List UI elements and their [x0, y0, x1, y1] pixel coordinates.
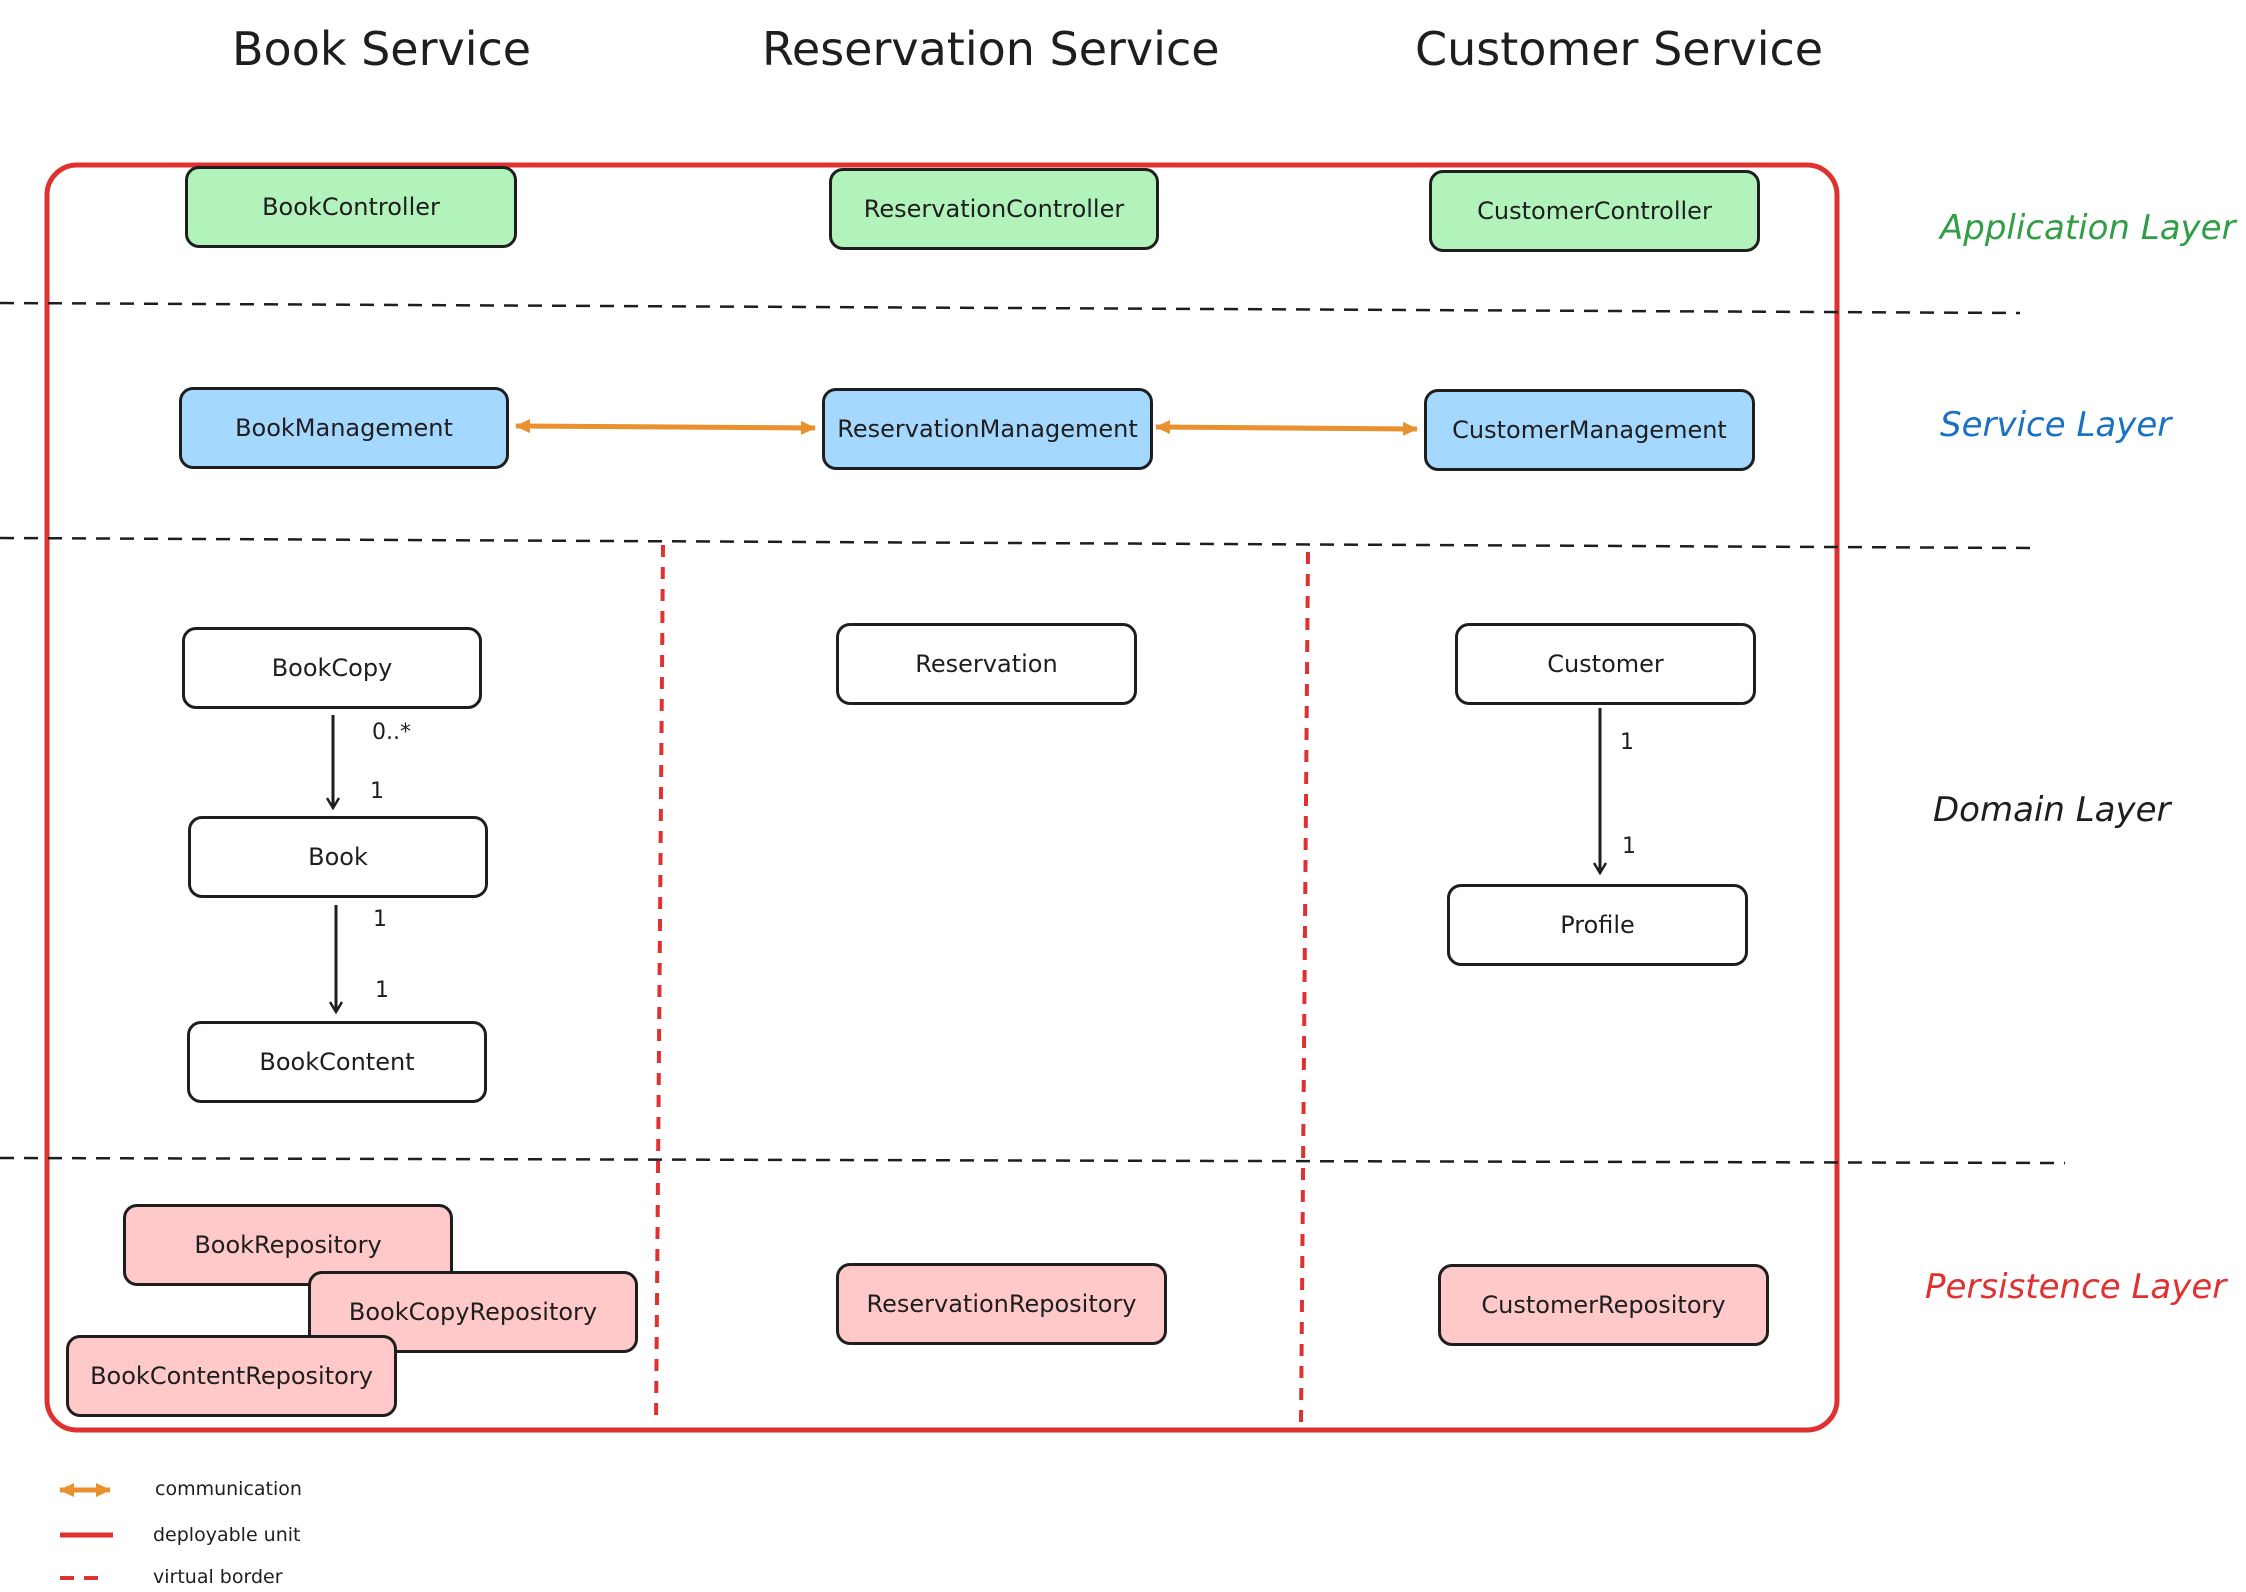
book-copy-repository-box: BookCopyRepository: [308, 1271, 638, 1353]
multiplicity-book-content-target: 1: [375, 978, 389, 1003]
virtual-border-book-reservation: [654, 544, 665, 1426]
reservation-repository-box: ReservationRepository: [836, 1263, 1167, 1345]
separator-service-domain: [0, 536, 2031, 550]
multiplicity-bookcopy-book-source: 0..*: [372, 720, 411, 745]
book-content-box: BookContent: [187, 1021, 487, 1103]
deployable-unit-border: [44, 162, 1840, 1433]
book-content-repository-box: BookContentRepository: [66, 1335, 397, 1417]
legend-virtual-border-label: virtual border: [153, 1566, 283, 1588]
layer-label-domain: Domain Layer: [1933, 790, 2171, 830]
separator-application-service: [0, 301, 2021, 315]
book-box: Book: [188, 816, 488, 898]
layer-label-service: Service Layer: [1940, 405, 2172, 445]
reservation-management-box: ReservationManagement: [822, 388, 1153, 470]
layer-label-application: Application Layer: [1940, 208, 2236, 248]
legend-deployable-unit-label: deployable unit: [153, 1524, 301, 1546]
customer-repository-box: CustomerRepository: [1438, 1264, 1769, 1346]
layer-label-persistence: Persistence Layer: [1925, 1267, 2227, 1307]
multiplicity-customer-profile-target: 1: [1622, 834, 1636, 859]
customer-box: Customer: [1455, 623, 1756, 705]
multiplicity-bookcopy-book-target: 1: [370, 779, 384, 804]
column-title-customer-service: Customer Service: [1415, 22, 1824, 76]
book-management-box: BookManagement: [179, 387, 509, 469]
column-title-reservation-service: Reservation Service: [762, 22, 1220, 76]
communication-arrow-book-reservation: [515, 419, 816, 435]
communication-arrow-reservation-customer: [1155, 420, 1418, 436]
multiplicity-book-content-source: 1: [373, 907, 387, 932]
legend-communication-label: communication: [155, 1478, 302, 1500]
book-copy-box: BookCopy: [182, 627, 482, 709]
virtual-border-reservation-customer: [1299, 551, 1310, 1426]
column-title-book-service: Book Service: [232, 22, 532, 76]
profile-box: Profile: [1447, 884, 1748, 966]
customer-controller-box: CustomerController: [1429, 170, 1760, 252]
multiplicity-customer-profile-source: 1: [1620, 730, 1634, 755]
book-controller-box: BookController: [185, 166, 517, 248]
reservation-controller-box: ReservationController: [829, 168, 1159, 250]
customer-management-box: CustomerManagement: [1424, 389, 1755, 471]
reservation-box: Reservation: [836, 623, 1137, 705]
separator-domain-persistence: [0, 1156, 2066, 1165]
